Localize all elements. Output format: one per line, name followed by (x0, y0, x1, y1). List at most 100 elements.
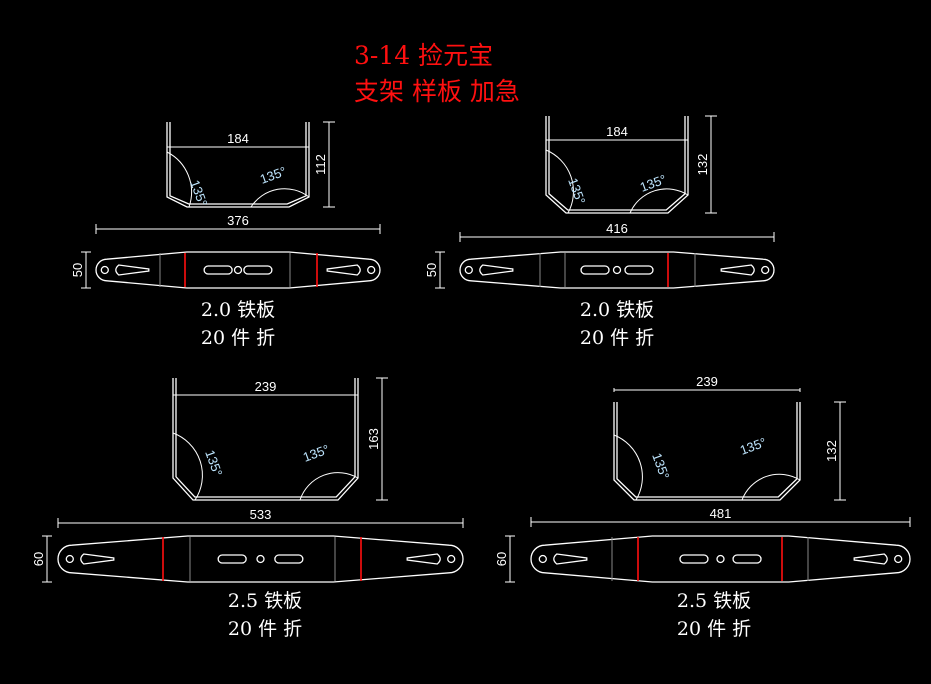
bend-profile (166, 122, 310, 208)
length-dimension: 481 (710, 506, 732, 521)
strip-width-dimension: 60 (494, 552, 509, 566)
length-dimension-line (95, 224, 381, 234)
teardrop-slot (115, 264, 150, 276)
length-dimension: 376 (227, 213, 249, 228)
material-label: 2.5 铁板 (228, 590, 302, 612)
bend-profile (548, 116, 686, 211)
teardrop-slot (553, 553, 588, 565)
oblong-slot (732, 554, 762, 564)
material-label: 2.0 铁板 (201, 299, 275, 321)
mounting-hole (447, 554, 456, 564)
height-dimension-line (323, 121, 335, 208)
strip-width-dimension: 50 (424, 263, 439, 277)
oblong-slot (624, 265, 654, 275)
angle-arc-left (166, 151, 193, 208)
teardrop-slot (853, 553, 888, 565)
flat-pattern-outline (459, 251, 775, 289)
height-dimension: 112 (313, 154, 328, 175)
teardrop-slot (720, 264, 755, 276)
height-dimension: 132 (695, 154, 710, 176)
angle-label-right: 135° (301, 442, 331, 465)
mounting-hole (894, 554, 903, 564)
bend-profile (616, 402, 798, 498)
width-dimension: 184 (606, 124, 628, 139)
height-dimension-line (705, 115, 717, 214)
width-dimension: 184 (227, 131, 249, 146)
angle-label-left: 135° (649, 451, 672, 481)
strip-width-dimension-line (505, 535, 515, 583)
width-dimension-line (613, 388, 801, 392)
mounting-hole (100, 265, 109, 275)
strip-width-dimension-line (435, 251, 445, 289)
angle-arc-right (299, 472, 359, 501)
length-dimension-line (57, 518, 464, 528)
angle-arc-left (172, 432, 203, 501)
angle-arc-left (545, 149, 574, 214)
angle-arc-right (250, 188, 310, 208)
angle-arc-right (629, 188, 689, 214)
oblong-slot (243, 265, 273, 275)
flat-pattern-outline (57, 535, 464, 583)
oblong-slot (580, 265, 610, 275)
angle-label-right: 135° (258, 164, 288, 187)
flat-pattern-outline (530, 535, 911, 583)
oblong-slot (217, 554, 247, 564)
mounting-hole (464, 265, 473, 275)
mounting-hole (716, 554, 725, 564)
teardrop-slot (80, 553, 115, 565)
height-dimension: 132 (824, 440, 839, 462)
material-label: 2.0 铁板 (580, 299, 654, 321)
quantity-label: 20 件 折 (580, 327, 654, 349)
angle-label-left: 135° (565, 176, 588, 206)
mounting-hole (538, 554, 547, 564)
strip-width-dimension: 50 (70, 263, 85, 277)
angle-label-right: 135° (738, 435, 768, 458)
flat-pattern-outline (95, 251, 381, 289)
angle-arc-right (741, 473, 801, 501)
angle-arc-left (613, 434, 643, 501)
width-dimension: 239 (696, 374, 718, 389)
bend-profile (169, 122, 307, 205)
height-dimension-line (834, 401, 846, 501)
bend-profile (545, 116, 689, 214)
quantity-label: 20 件 折 (677, 618, 751, 640)
mounting-hole (65, 554, 74, 564)
mounting-hole (256, 554, 265, 564)
angle-label-left: 135° (202, 448, 225, 478)
height-dimension-line (376, 377, 388, 501)
part-4: 135° 135° 239 132 481 60 2.5 铁板 20 件 折 (494, 374, 911, 640)
width-dimension-line (166, 145, 310, 149)
width-dimension: 239 (255, 379, 277, 394)
width-dimension-line (172, 393, 359, 397)
mounting-hole (233, 265, 243, 275)
strip-width-dimension: 60 (31, 552, 46, 566)
length-dimension-line (530, 517, 911, 527)
bend-profile (172, 378, 359, 501)
teardrop-slot (406, 553, 441, 565)
height-dimension: 163 (366, 428, 381, 450)
mounting-hole (761, 265, 770, 275)
oblong-slot (274, 554, 304, 564)
quantity-label: 20 件 折 (201, 327, 275, 349)
strip-width-dimension-line (81, 251, 91, 289)
material-label: 2.5 铁板 (677, 590, 751, 612)
teardrop-slot (479, 264, 514, 276)
bend-profile (613, 402, 801, 501)
quantity-label: 20 件 折 (228, 618, 302, 640)
mounting-hole (367, 265, 376, 275)
oblong-slot (203, 265, 233, 275)
title-line-2: 支架 样板 加急 (354, 77, 520, 106)
teardrop-slot (326, 264, 361, 276)
bend-profile (175, 378, 356, 498)
width-dimension-line (545, 138, 689, 142)
oblong-slot (679, 554, 709, 564)
mounting-hole (612, 265, 622, 275)
length-dimension: 416 (606, 221, 628, 236)
strip-width-dimension-line (42, 535, 52, 583)
length-dimension-line (459, 232, 775, 242)
title-line-1: 3-14 捡元宝 (354, 41, 493, 70)
